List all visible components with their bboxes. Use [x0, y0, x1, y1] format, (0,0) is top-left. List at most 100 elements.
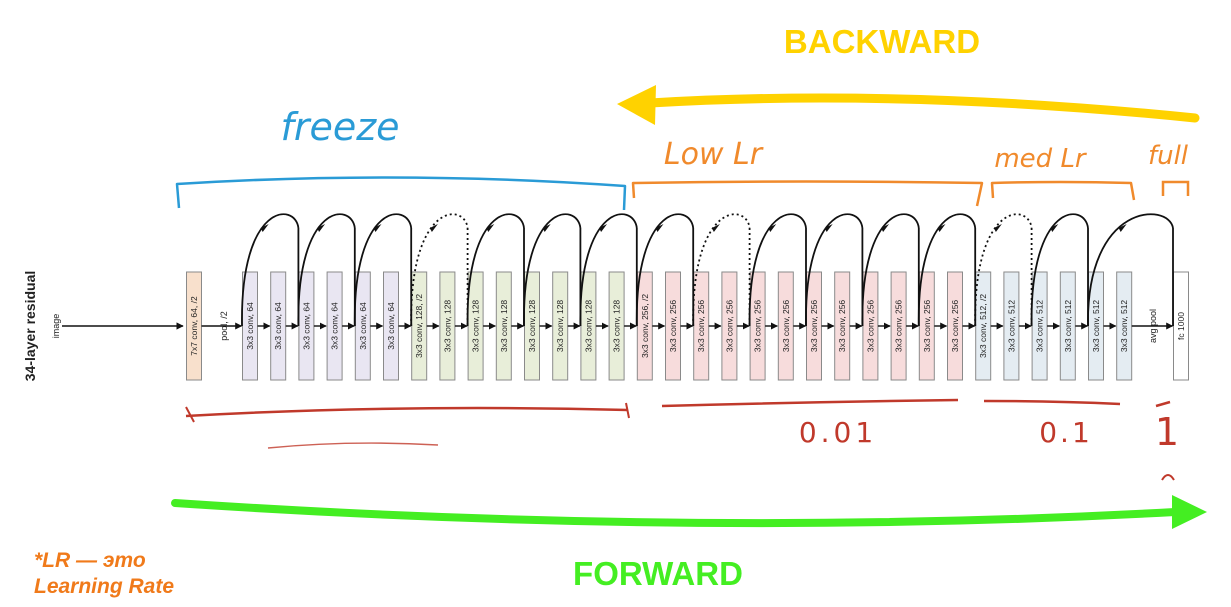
layer-blocks: 7x7 conv, 64, /2 3x3 conv, 64 3x3 conv, 64… [186, 271, 1189, 381]
skip-connection-dashed [974, 213, 1033, 327]
layer-label: 3x3 conv, 64 [386, 302, 396, 350]
backward-label: BACKWARD [784, 23, 980, 60]
skip-connections [241, 213, 1174, 327]
skip-connection [917, 213, 977, 327]
network-input-label: image [51, 314, 61, 339]
backward-arrow-head [617, 85, 656, 125]
layer-label: 3x3 conv, 256 [724, 300, 734, 353]
low-lr-underline [661, 398, 959, 408]
skip-connection-dashed [410, 213, 469, 327]
forward-label: FORWARD [573, 555, 743, 592]
layer-label: 3x3 conv, 512 [1063, 300, 1073, 353]
layer-label: 3x3 conv, 256 [837, 300, 847, 353]
layer-label: 3x3 conv, 256 [668, 300, 678, 353]
skip-connection [861, 213, 920, 327]
skip-arrowhead [486, 224, 495, 232]
layer-label: 3x3 conv, 256 [894, 300, 904, 353]
network-side-label: 34-layer residual [22, 271, 38, 382]
full-value: 1 [1155, 410, 1179, 454]
skip-arrowhead [993, 224, 1002, 232]
full-mark [1161, 474, 1175, 481]
med-lr-label: med Lr [994, 144, 1088, 174]
layer-label: 3x3 conv, 128 [555, 300, 565, 353]
layer-label: 3x3 conv, 512 [1035, 300, 1045, 353]
skip-connection [241, 213, 300, 327]
layer-label: 3x3 conv, 128, /2 [414, 294, 424, 358]
layer-label: 3x3 conv, 128 [612, 300, 622, 353]
footnote-line-2: Learning Rate [34, 575, 175, 598]
freeze-underline-tick-right [625, 402, 630, 419]
footnote-line-1: *LR — это [34, 549, 146, 572]
skip-arrowhead [1118, 224, 1127, 232]
skip-connection [1087, 213, 1174, 327]
low-lr-value: 0.01 [799, 416, 877, 449]
layer-label: fc 1000 [1176, 312, 1186, 340]
forward-arrow-head [1172, 495, 1207, 529]
skip-arrowhead [542, 224, 551, 232]
layer-label: 7x7 conv, 64, /2 [189, 296, 199, 356]
skip-arrowhead [881, 224, 890, 232]
skip-arrowhead [824, 224, 833, 232]
forward-arrow-line [171, 499, 1179, 528]
skip-connection [523, 213, 582, 327]
layer-label: 3x3 conv, 256 [781, 300, 791, 353]
layer-label: 3x3 conv, 256 [865, 300, 875, 353]
full-underline [1155, 400, 1171, 408]
skip-arrowhead [429, 224, 438, 232]
med-lr-bracket [990, 180, 1136, 201]
layer-label: 3x3 conv, 64 [330, 302, 340, 350]
layer-label: 3x3 conv, 128 [527, 300, 537, 353]
layer-label: 3x3 conv, 64 [273, 302, 283, 350]
low-lr-bracket [631, 180, 984, 207]
layer-label: 3x3 conv, 256 [922, 300, 932, 353]
layer-label: 3x3 conv, 256 [696, 300, 706, 353]
layer-label: 3x3 conv, 128 [583, 300, 593, 353]
skip-connection [805, 213, 864, 327]
layer-label: 3x3 conv, 64 [245, 302, 255, 350]
skip-connection [635, 213, 695, 327]
layer-label: 3x3 conv, 256, /2 [640, 294, 650, 358]
layer-label: 3x3 conv, 512 [1091, 300, 1101, 353]
skip-arrowhead [937, 224, 946, 232]
skip-connection [748, 213, 807, 327]
skip-arrowhead [768, 224, 777, 232]
skip-connection [1030, 213, 1089, 327]
layer-label: 3x3 conv, 512, /2 [978, 294, 988, 358]
full-label: full [1148, 141, 1189, 171]
skip-arrowhead [599, 224, 608, 232]
skip-arrowhead [317, 224, 326, 232]
layer-label: 3x3 conv, 512 [1119, 300, 1129, 353]
skip-arrowhead [711, 224, 720, 232]
full-bracket [1161, 180, 1190, 196]
backward-arrow-line [645, 93, 1200, 123]
footnote: *LR — это Learning Rate [34, 548, 174, 600]
layer-label: 3x3 conv, 64 [301, 302, 311, 350]
layer-label: 3x3 conv, 256 [753, 300, 763, 353]
med-lr-value: 0.1 [1039, 416, 1093, 449]
freeze-underline-tick-left [185, 406, 195, 423]
low-lr-label: Low Lr [664, 137, 764, 172]
skip-arrowhead [260, 224, 269, 232]
freeze-underline [185, 406, 629, 418]
layer-label: 3x3 conv, 64 [358, 302, 368, 350]
skip-connection [466, 213, 525, 327]
skip-connection [353, 213, 413, 327]
skip-connection-dashed [692, 213, 751, 327]
layer-label: 3x3 conv, 128 [499, 300, 509, 353]
freeze-label: freeze [280, 105, 399, 149]
layer-label: 3x3 conv, 256 [950, 300, 960, 353]
freeze-bracket [175, 176, 627, 211]
skip-connection [297, 213, 356, 327]
layer-label: 3x3 conv, 512 [1006, 300, 1016, 353]
skip-arrowhead [655, 224, 664, 232]
layer-label: 3x3 conv, 256 [809, 300, 819, 353]
skip-connection [579, 213, 638, 327]
med-lr-underline [983, 399, 1121, 406]
skip-arrowhead [373, 224, 382, 232]
skip-arrowhead [1050, 224, 1059, 232]
freeze-underline-short [267, 442, 439, 449]
layer-label: 3x3 conv, 128 [442, 300, 452, 353]
layer-label: 3x3 conv, 128 [471, 300, 481, 353]
